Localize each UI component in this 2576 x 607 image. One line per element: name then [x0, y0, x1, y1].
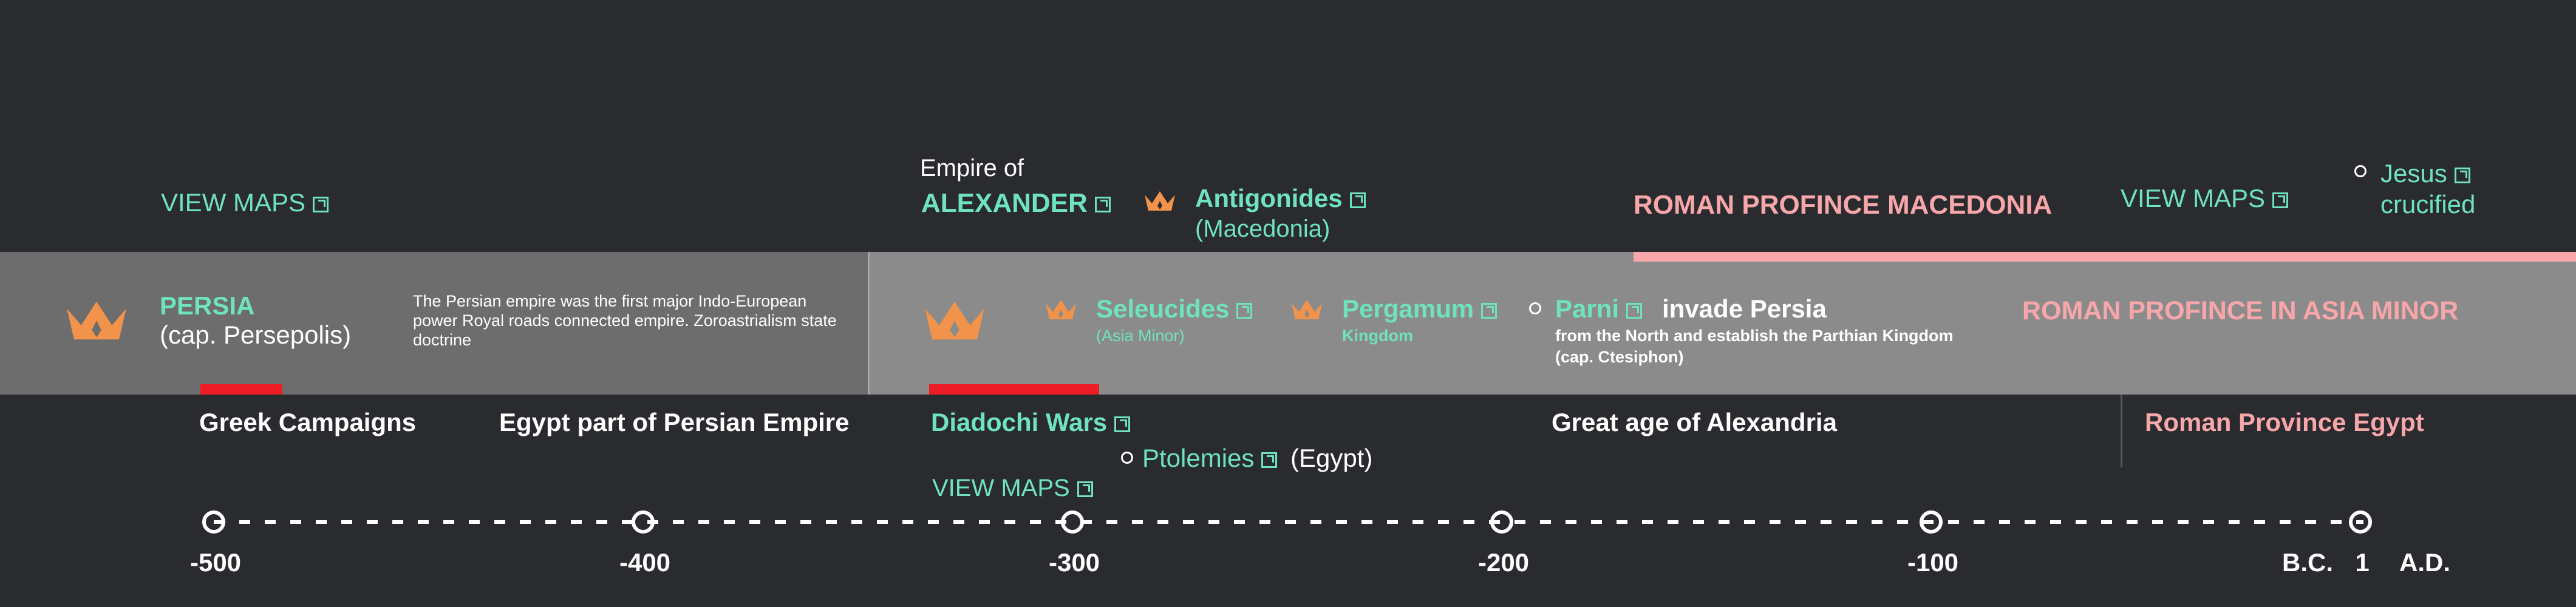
ptolemies-link[interactable]: Ptolemies: [1142, 444, 1278, 473]
jesus-label: Jesus: [2380, 159, 2447, 188]
parni-description-2: (cap. Ctesiphon): [1555, 348, 1684, 366]
event-circle-icon: [1529, 302, 1541, 314]
hellenistic-band: [868, 252, 2576, 395]
persia-band: [0, 252, 868, 395]
parni-description-1: from the North and establish the Parthia…: [1555, 327, 1954, 345]
seleucides-link[interactable]: Seleucides: [1096, 294, 1253, 324]
crown-icon: [1145, 191, 1175, 211]
alexandria-label: Great age of Alexandria: [1552, 408, 1837, 436]
external-link-icon: [1236, 302, 1253, 319]
event-circle-icon: [1121, 452, 1133, 464]
diadochi-wars-label: Diadochi Wars: [931, 408, 1108, 436]
crown-icon: [1046, 300, 1076, 319]
external-link-icon: [1349, 192, 1366, 208]
egypt-persian-label: Egypt part of Persian Empire: [499, 408, 850, 436]
external-link-icon: [1261, 452, 1278, 468]
empire-of-label: Empire of: [920, 155, 1024, 181]
view-maps-label: VIEW MAPS: [161, 188, 306, 217]
pergamum-sub: Kingdom: [1342, 327, 1413, 345]
invade-persia-label: invade Persia: [1662, 294, 1827, 323]
egypt-label: (Egypt): [1290, 444, 1373, 472]
view-maps-label: VIEW MAPS: [932, 475, 1070, 501]
crown-icon: [1292, 300, 1322, 319]
tick-circle-minus-400[interactable]: [632, 510, 655, 534]
view-maps-link-1[interactable]: VIEW MAPS: [161, 188, 329, 217]
persia-description: The Persian empire was the first major I…: [413, 292, 837, 349]
timeline-axis: [214, 520, 2363, 524]
greek-campaigns-marker: [200, 384, 282, 395]
ptolemies-label: Ptolemies: [1142, 444, 1255, 472]
antigonides-sub: (Macedonia): [1195, 215, 1331, 242]
event-circle-icon: [2354, 165, 2366, 177]
pergamum-label: Pergamum: [1342, 294, 1474, 323]
tick-label: -500: [189, 548, 242, 577]
roman-egypt-divider: [2121, 395, 2122, 467]
view-maps-label: VIEW MAPS: [2121, 184, 2266, 212]
parni-link[interactable]: Parni: [1555, 294, 1643, 324]
external-link-icon: [1114, 416, 1131, 432]
external-link-icon: [1077, 481, 1093, 498]
external-link-icon: [1481, 302, 1498, 319]
external-link-icon: [2454, 167, 2470, 183]
tick-circle-minus-300[interactable]: [1061, 510, 1084, 534]
external-link-icon: [1626, 302, 1643, 319]
antigonides-label: Antigonides: [1195, 184, 1343, 212]
tick-label: 1: [2355, 548, 2370, 577]
roman-egypt-label: Roman Province Egypt: [2145, 408, 2424, 436]
seleucides-label: Seleucides: [1096, 294, 1230, 323]
alexander-label: ALEXANDER: [921, 188, 1088, 218]
crown-icon: [67, 301, 126, 340]
crown-icon: [925, 301, 984, 340]
diadochi-wars-marker: [929, 384, 1099, 395]
tick-label: -400: [619, 548, 671, 577]
tick-label: -200: [1477, 548, 1530, 577]
persia-capital: (cap. Persepolis): [160, 320, 352, 349]
era-divider: [868, 252, 870, 395]
tick-circle-minus-100[interactable]: [1920, 510, 1943, 534]
view-maps-link-2[interactable]: VIEW MAPS: [2121, 184, 2289, 213]
view-maps-link-3[interactable]: VIEW MAPS: [932, 475, 1093, 502]
roman-asia-minor-label: ROMAN PROFINCE IN ASIA MINOR: [2022, 296, 2459, 325]
parni-label: Parni: [1555, 294, 1620, 323]
diadochi-wars-link[interactable]: Diadochi Wars: [931, 408, 1131, 437]
pergamum-link[interactable]: Pergamum: [1342, 294, 1498, 324]
ad-label: A.D.: [2399, 548, 2450, 577]
tick-circle-1[interactable]: [2349, 510, 2372, 534]
seleucides-sub: (Asia Minor): [1096, 327, 1185, 345]
persia-title: PERSIA: [160, 291, 255, 320]
external-link-icon: [1094, 197, 1111, 213]
roman-macedonia-bar: [1634, 252, 2576, 262]
greek-campaigns-label: Greek Campaigns: [199, 408, 417, 436]
bc-label: B.C.: [2282, 548, 2333, 577]
jesus-link[interactable]: Jesus: [2380, 159, 2470, 188]
antigonides-link[interactable]: Antigonides: [1195, 184, 1366, 213]
tick-label: -300: [1048, 548, 1100, 577]
crucified-label: crucified: [2380, 190, 2476, 219]
alexander-link[interactable]: ALEXANDER: [921, 188, 1111, 219]
tick-label: -100: [1907, 548, 1959, 577]
roman-macedonia-label: ROMAN PROFINCE MACEDONIA: [1634, 190, 2053, 220]
external-link-icon: [313, 196, 329, 212]
tick-circle-minus-200[interactable]: [1490, 510, 1513, 534]
tick-circle-minus-500[interactable]: [202, 510, 225, 534]
external-link-icon: [2272, 192, 2289, 208]
